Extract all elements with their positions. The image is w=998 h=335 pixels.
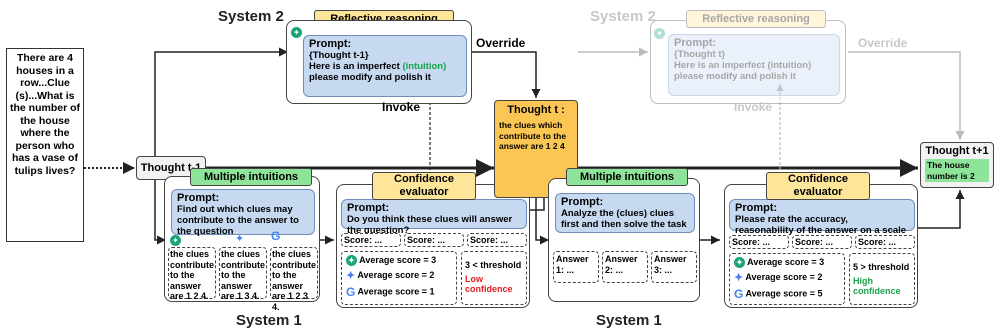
reflective-reasoning-label: Reflective reasoning [686, 10, 826, 28]
thought-t-title: Thought t : [507, 104, 565, 116]
prompt-title: Prompt: [309, 38, 352, 50]
google-icon: G [734, 287, 744, 302]
reflective-panel: ✦ Prompt: {Thought t-1} Here is an imper… [286, 20, 472, 104]
multi-prompt: Prompt: Find out which clues may contrib… [171, 189, 315, 237]
gemini-icon: ✦ [346, 270, 356, 283]
threshold-box: 5 > threshold High confidence [849, 253, 915, 305]
prompt-line-2: Here is an imperfect (intuition) [309, 61, 461, 72]
thought-t-text: the clues which contribute to the answer… [499, 120, 567, 151]
prompt-title: Prompt: [177, 192, 220, 204]
reflective-panel-faded: Reflective reasoning ✦ Prompt: {Thought … [650, 10, 846, 104]
prompt-text: Do you think these clues will answer the… [347, 214, 513, 236]
answer-card: Answer 2: ... [602, 251, 648, 283]
thought-t-plus-1-title: Thought t+1 [925, 145, 989, 157]
prompt-title: Prompt: [347, 202, 390, 214]
prompt-line-3: please modify and polish it [309, 72, 431, 83]
reflect-prompt: Prompt: {Thought t-1} Here is an imperfe… [303, 35, 467, 97]
intuition-card: the clues contribute to the answer are 1… [219, 247, 267, 301]
thought-t-plus-1: Thought t+1 The house number is 2 [920, 142, 994, 188]
score-box: Score: ... [404, 233, 464, 247]
intuition-text: (intuition) [402, 61, 447, 72]
average-score: Average score = 3 [747, 257, 825, 267]
score-box: Score: ... [792, 235, 852, 249]
average-score: Average score = 2 [357, 270, 435, 280]
prompt-title: Prompt: [674, 37, 717, 49]
reflect-prompt: Prompt: {Thought t} Here is an imperfect… [668, 34, 840, 96]
conf-prompt: Prompt: Do you think these clues will an… [341, 199, 527, 236]
chatgpt-icon: ✦ [170, 235, 181, 246]
answer-card: Answer 1: ... [553, 251, 599, 283]
google-icon: G [271, 229, 281, 243]
score-box: Score: ... [729, 235, 789, 249]
system1-label: System 1 [236, 312, 302, 329]
multiple-intuitions-label-2: Multiple intuitions [566, 168, 688, 186]
multiple-intuitions-panel-2: Prompt: Analyze the (clues) clues first … [548, 178, 700, 302]
confidence-evaluator-panel-2: Prompt: Please rate the accuracy, reason… [724, 184, 918, 308]
average-scores: ✦ Average score = 3 ✦ Average score = 2 … [729, 253, 845, 305]
conf-prompt: Prompt: Please rate the accuracy, reason… [729, 199, 915, 247]
threshold-text: 3 < threshold [465, 260, 522, 270]
invoke-label: Invoke [382, 100, 421, 114]
override-label-faded: Override [858, 36, 908, 50]
low-confidence-text: Low confidence [465, 274, 513, 294]
prompt-text: Here is an imperfect [309, 61, 403, 72]
invoke-label-faded: Invoke [734, 100, 773, 114]
intuition-card: the clues contribute to the answer are 1… [168, 247, 216, 301]
high-confidence-text: High confidence [853, 276, 901, 296]
average-scores: ✦ Average score = 3 ✦ Average score = 2 … [341, 251, 457, 305]
answer-card: Answer 3: ... [651, 251, 697, 283]
prompt-line-3: please modify and polish it [674, 71, 796, 82]
confidence-evaluator-label-2: Confidence evaluator [766, 172, 870, 200]
system2-label: System 2 [218, 8, 284, 25]
system2-label-faded: System 2 [590, 8, 656, 25]
multiple-intuitions-panel: Prompt: Find out which clues may contrib… [164, 176, 320, 312]
confidence-evaluator-label: Confidence evaluator [372, 172, 476, 200]
prompt-line-1: {Thought t} [674, 49, 726, 60]
intuition-card: the clues contribute to the answer are 1… [270, 247, 318, 312]
google-icon: G [346, 285, 356, 300]
thought-t-plus-1-text: The house number is 2 [925, 159, 989, 182]
confidence-evaluator-panel: Prompt: Do you think these clues will an… [336, 184, 530, 308]
threshold-text: 5 > threshold [853, 262, 910, 272]
multi-prompt: Prompt: Analyze the (clues) clues first … [555, 193, 695, 233]
prompt-line-2: Here is an imperfect (intuition) [674, 60, 812, 71]
gemini-icon: ✦ [734, 272, 744, 285]
system1-label-2: System 1 [596, 312, 662, 329]
thought-t: Thought t : the clues which contribute t… [494, 100, 578, 198]
multiple-intuitions-label: Multiple intuitions [190, 168, 312, 186]
chatgpt-icon: ✦ [654, 28, 665, 39]
chatgpt-icon: ✦ [346, 255, 357, 267]
score-box: Score: ... [341, 233, 401, 247]
chatgpt-icon: ✦ [291, 27, 302, 38]
prompt-title: Prompt: [561, 196, 604, 208]
average-score: Average score = 2 [745, 272, 823, 282]
override-label: Override [476, 36, 526, 50]
prompt-line-1: {Thought t-1} [309, 50, 369, 61]
gemini-icon: ✦ [235, 233, 245, 245]
average-score: Average score = 5 [745, 288, 823, 299]
chatgpt-icon: ✦ [734, 257, 745, 269]
average-score: Average score = 1 [357, 286, 435, 297]
prompt-text: Find out which clues may contribute to t… [177, 204, 299, 237]
prompt-title: Prompt: [735, 202, 778, 214]
prompt-text: Analyze the (clues) clues first and then… [561, 208, 687, 230]
question-box: There are 4 houses in a row...Clue (s)..… [6, 48, 84, 242]
average-score: Average score = 3 [359, 255, 437, 265]
score-box: Score: ... [855, 235, 915, 249]
threshold-box: 3 < threshold Low confidence [461, 251, 527, 305]
score-box: Score: ... [467, 233, 527, 247]
